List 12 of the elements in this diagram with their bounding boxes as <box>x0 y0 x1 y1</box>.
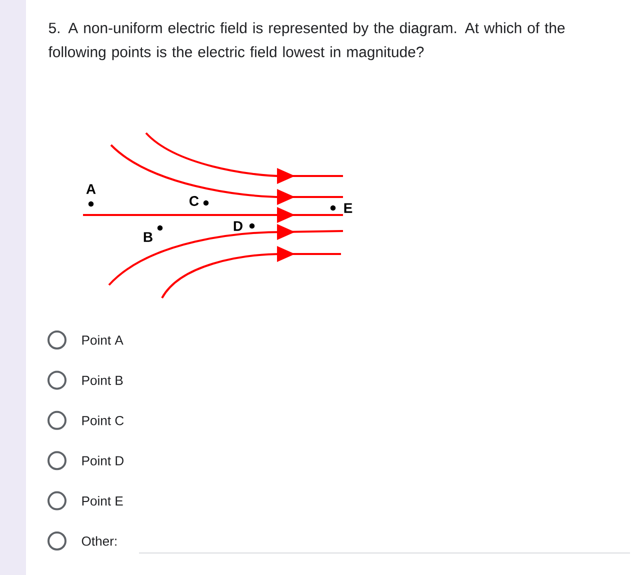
option-label: Point C <box>82 416 124 426</box>
point-label: E <box>344 203 352 213</box>
point-label: B <box>144 232 152 242</box>
option-label: Point B <box>82 375 123 385</box>
option-label: Other: <box>82 536 116 546</box>
point-label: C <box>190 196 199 206</box>
option-label: Point A <box>82 335 124 345</box>
option-label: Point D <box>82 456 124 466</box>
question-text: 5. A non-uniform electric field is represented by the diagram. At which of the following points is the electric field lowest in magnitude? <box>48 22 565 60</box>
option-label: Point E <box>82 496 123 506</box>
point-label: A <box>86 184 96 194</box>
point-label: D <box>234 221 242 231</box>
